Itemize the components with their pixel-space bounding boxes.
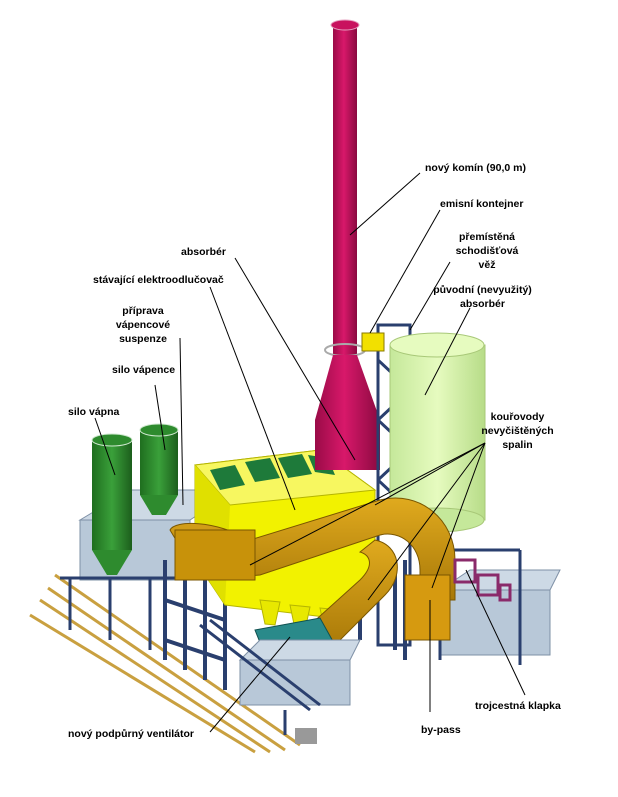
label-bypass: by-pass bbox=[421, 724, 461, 736]
lime-silo bbox=[91, 433, 133, 575]
label-original-absorber: původní (nevyužitý) absorbér bbox=[425, 283, 540, 311]
label-stair-tower-line1: přemístěná bbox=[458, 231, 516, 243]
label-stair-tower-line2: schodišťová bbox=[455, 245, 519, 257]
label-stair-tower: přemístěná schodišťová věž bbox=[447, 230, 527, 272]
label-emission-container: emisní kontejner bbox=[440, 198, 524, 210]
label-ducts-line2: nevyčištěných bbox=[481, 425, 554, 437]
leader-lines bbox=[94, 172, 526, 733]
three-way-damper bbox=[453, 558, 512, 602]
label-esp: stávající elektroodlučovač bbox=[93, 274, 224, 286]
label-ducts: kouřovody nevyčištěných spalin bbox=[470, 410, 565, 452]
label-original-absorber-line2: absorbér bbox=[460, 298, 505, 310]
label-limestone-prep: příprava vápencové suspenze bbox=[108, 304, 178, 346]
label-lime-silo: silo vápna bbox=[68, 406, 120, 418]
label-absorber: absorbér bbox=[181, 246, 226, 258]
label-ducts-line1: kouřovody bbox=[490, 411, 545, 423]
foundation-block bbox=[295, 728, 317, 744]
limestone-silo bbox=[139, 423, 179, 515]
label-limestone-prep-line2: vápencové bbox=[115, 319, 171, 331]
label-damper: trojcestná klapka bbox=[475, 700, 561, 712]
label-ducts-line3: spalin bbox=[502, 439, 533, 451]
label-stair-tower-line3: věž bbox=[478, 259, 496, 271]
label-limestone-prep-line3: suspenze bbox=[119, 333, 167, 345]
label-booster-fan: nový podpůrný ventilátor bbox=[68, 728, 195, 740]
label-original-absorber-line1: původní (nevyužitý) bbox=[433, 284, 532, 296]
ground-rails bbox=[29, 573, 301, 754]
label-chimney: nový komín (90,0 m) bbox=[425, 162, 526, 174]
emission-container bbox=[361, 332, 385, 352]
label-limestone-silo: silo vápence bbox=[112, 364, 176, 376]
chimney bbox=[315, 19, 380, 470]
conveyor bbox=[199, 618, 321, 735]
label-limestone-prep-line1: příprava bbox=[122, 305, 164, 317]
flue-gas-ducts bbox=[169, 497, 456, 651]
